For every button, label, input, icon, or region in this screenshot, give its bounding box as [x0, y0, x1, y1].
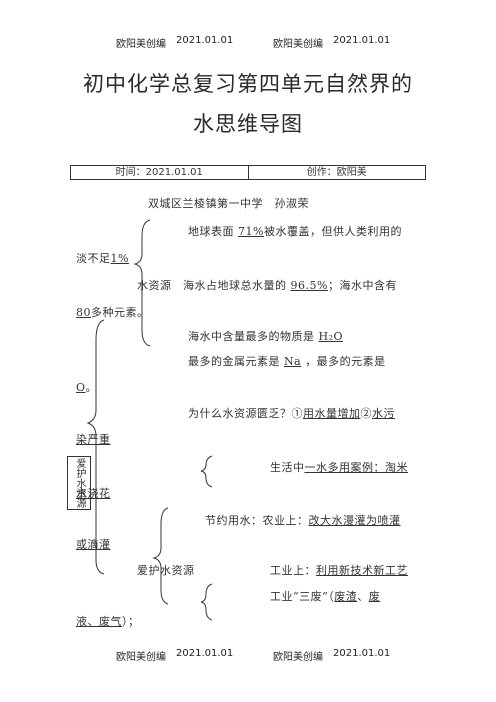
l14-underline: 利用新技术新工艺	[316, 564, 408, 577]
l10-text-a: 生活中	[270, 461, 305, 474]
header-left-date: 2021.01.01	[176, 35, 234, 46]
l8-underline-2: 水污	[372, 407, 395, 420]
brace-life	[200, 455, 213, 488]
header-right-date: 2021.01.01	[333, 35, 391, 46]
l9-underline: 染严重	[76, 433, 111, 446]
l3-text-a: 水资源 海水占地球总水量的	[137, 279, 287, 292]
info-table: 时间：2021.01.01 创作：欧阳美	[70, 165, 426, 180]
l3-text-b: ；海水中含有	[327, 279, 397, 292]
footer-right-author: 欧阳美创编	[273, 652, 323, 663]
l16-text-b: ）；	[122, 615, 140, 628]
content-line-8: 为什么水资源匮乏？①用水量增加②水污	[188, 405, 395, 421]
l5-text-a: 海水中含量最多的物质是	[188, 330, 315, 343]
content-line-16: 液、废气）；	[76, 613, 140, 629]
content-line-15: 工业“三废”（废渣、废	[270, 588, 380, 604]
l10-underline: 一水多用案例：淘米	[304, 461, 408, 474]
l14-text-b: 工业上：	[270, 564, 316, 577]
content-line-4: 80多种元素。	[76, 304, 149, 320]
content-line-11: 水浇花	[76, 485, 111, 501]
content-line-13: 或滴灌	[76, 536, 111, 552]
l11-underline: 水浇花	[76, 487, 111, 500]
content-line-9: 染严重	[76, 431, 111, 447]
content-line-2: 淡不足1%	[76, 250, 129, 266]
l6-text-a: 最多的金属元素是	[188, 355, 280, 368]
l16-underline: 液、废气	[76, 615, 122, 628]
brace-main	[86, 319, 105, 575]
l7-text-b: 。	[85, 381, 98, 394]
l15-underline-1: 废渣	[334, 590, 358, 603]
content-line-3: 水资源 海水占地球总水量的 96.5%；海水中含有	[137, 277, 397, 293]
footer-right-date: 2021.01.01	[333, 648, 391, 659]
info-author: 创作：欧阳美	[247, 166, 426, 179]
byline: 双城区兰棱镇第一中学 孙淑荣	[148, 197, 309, 210]
l15-text-a: 工业“三废”（	[270, 590, 335, 603]
brace-industry	[200, 583, 213, 621]
l3-underline: 96.5%	[290, 279, 328, 292]
l2-underline: 1%	[110, 252, 129, 265]
l1-text-a: 地球表面	[188, 225, 234, 238]
l6-underline: Na	[284, 355, 302, 368]
l1-text-b: 被水覆盖，但供人类利用的	[263, 225, 402, 238]
l15-text-b: 、	[357, 590, 369, 603]
content-line-6: 最多的金属元素是 Na ，最多的元素是	[188, 353, 386, 369]
l5-underline: H₂O	[318, 330, 344, 343]
info-time: 时间：2021.01.01	[115, 167, 203, 178]
l8-text-a: 为什么水资源匮乏？①	[188, 407, 303, 420]
content-line-12: 节约用水：农业上：改大水漫灌为喷灌	[205, 512, 401, 528]
l8-underline-1: 用水量增加	[303, 407, 361, 420]
content-line-5: 海水中含量最多的物质是 H₂O	[188, 328, 343, 344]
footer-left-date: 2021.01.01	[176, 648, 234, 659]
content-line-1: 地球表面 71%被水覆盖，但供人类利用的	[188, 223, 402, 239]
brace-water-resources	[133, 219, 151, 347]
l4-text-b: 多种元素。	[91, 306, 149, 319]
content-line-7: O。	[76, 379, 97, 395]
l6-text-b: ，最多的元素是	[305, 355, 386, 368]
l4-underline: 80	[76, 306, 91, 319]
l7-underline: O	[76, 381, 86, 394]
brace-saving	[152, 507, 169, 605]
l2-text-a: 淡不足	[76, 252, 111, 265]
header-right-author: 欧阳美创编	[273, 39, 323, 50]
content-line-14b: 工业上：利用新技术新工艺	[270, 562, 408, 578]
footer-left-author: 欧阳美创编	[116, 652, 166, 663]
content-line-10: 生活中一水多用案例：淘米	[270, 459, 408, 475]
l1-underline: 71%	[238, 225, 264, 238]
l13-underline: 或滴灌	[76, 538, 111, 551]
page-title-line2: 水思维导图	[193, 112, 303, 136]
l12-text-a: 节约用水：农业上：	[205, 514, 309, 527]
content-line-14a: 爱护水资源	[137, 564, 195, 577]
header-left-author: 欧阳美创编	[116, 39, 166, 50]
side-box-label: 爱护水资源	[67, 456, 91, 510]
page-title-line1: 初中化学总复习第四单元自然界的	[83, 72, 413, 96]
l12-underline: 改大水漫灌为喷灌	[308, 514, 401, 527]
l8-text-b: ②	[360, 407, 372, 420]
l15-underline-2: 废	[368, 590, 381, 603]
